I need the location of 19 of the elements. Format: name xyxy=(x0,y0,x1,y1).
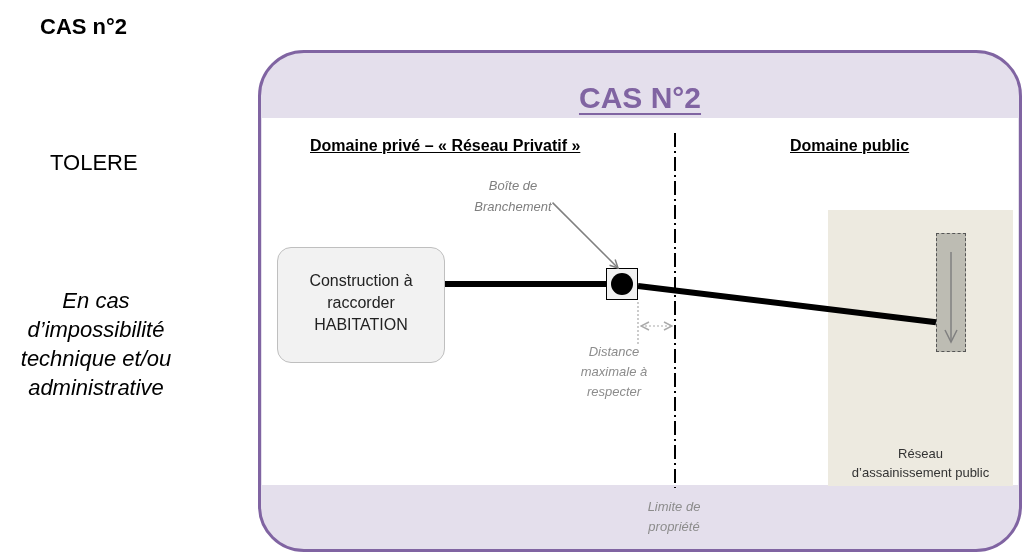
callout-text: Boîte de Branchement xyxy=(461,175,565,221)
collector-pipe xyxy=(936,233,966,352)
case-frame xyxy=(258,50,1022,552)
box-label: Construction à raccorder HABITATION xyxy=(308,271,414,335)
zone-heading: Domaine public xyxy=(790,137,910,155)
process-box xyxy=(277,247,445,363)
dimension-label: Distance maximale à respecter xyxy=(579,343,649,401)
pipe-line xyxy=(445,281,606,288)
property-limit-label: Limite de propriété xyxy=(646,498,702,536)
leader-line xyxy=(551,201,619,269)
status-label: TOLERE xyxy=(50,150,138,176)
public-network-panel xyxy=(828,210,1013,486)
junction-box-drawing xyxy=(606,268,638,300)
page-title: CAS n°2 xyxy=(40,14,128,40)
frame-title: CAS N°2 xyxy=(579,81,701,115)
panel-label: Réseau d’assainissement public xyxy=(850,445,991,482)
pipe-line xyxy=(637,282,937,326)
condition-note: En cas d’impossibilité technique et/ou administrative xyxy=(19,287,173,402)
zone-heading: Domaine privé – « Réseau Privatif » xyxy=(310,137,581,155)
